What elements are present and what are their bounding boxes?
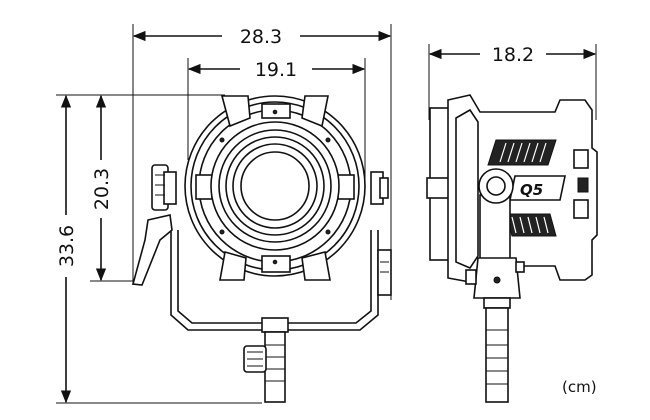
side-yoke-arm <box>479 194 511 266</box>
yoke-width-label: 19.1 <box>255 59 297 81</box>
dimension-head-height: 20.3 <box>90 94 225 282</box>
bottom-left-hinge <box>219 250 247 281</box>
overall-height-label: 33.6 <box>56 225 78 267</box>
top-vent-fins-icon <box>487 139 557 166</box>
lens-bezel <box>210 121 340 251</box>
rear-knob-bottom <box>573 199 589 219</box>
side-spigot-collar <box>483 297 511 309</box>
stand-spigot <box>264 331 286 403</box>
side-depth-label: 18.2 <box>492 44 534 66</box>
dimension-overall-width: 28.3 <box>132 24 392 300</box>
side-view: Q5 <box>426 94 598 403</box>
head-height-label: 20.3 <box>91 168 113 210</box>
side-stand-spigot <box>485 307 509 403</box>
side-pivot-knob <box>478 168 514 204</box>
spigot-collar <box>261 317 289 333</box>
overall-width-label: 28.3 <box>240 26 282 48</box>
bottom-right-hinge <box>301 251 331 281</box>
top-left-hinge <box>220 95 251 128</box>
dimension-yoke-inner-width: 19.1 <box>187 58 366 180</box>
right-side-tab <box>337 174 355 200</box>
logo-text: Q5 <box>520 181 543 199</box>
top-right-hinge <box>301 95 329 128</box>
rear-knob-top <box>573 149 589 169</box>
left-side-tab <box>195 174 213 200</box>
fresnel-lens <box>240 151 310 221</box>
dimension-side-depth: 18.2 <box>428 44 597 120</box>
dimension-overall-height: 33.6 <box>56 94 262 404</box>
tilt-lever-icon <box>131 214 173 286</box>
bottom-vent-fins-icon <box>505 213 557 237</box>
unit-label: (cm) <box>562 378 597 396</box>
front-view <box>131 95 392 403</box>
